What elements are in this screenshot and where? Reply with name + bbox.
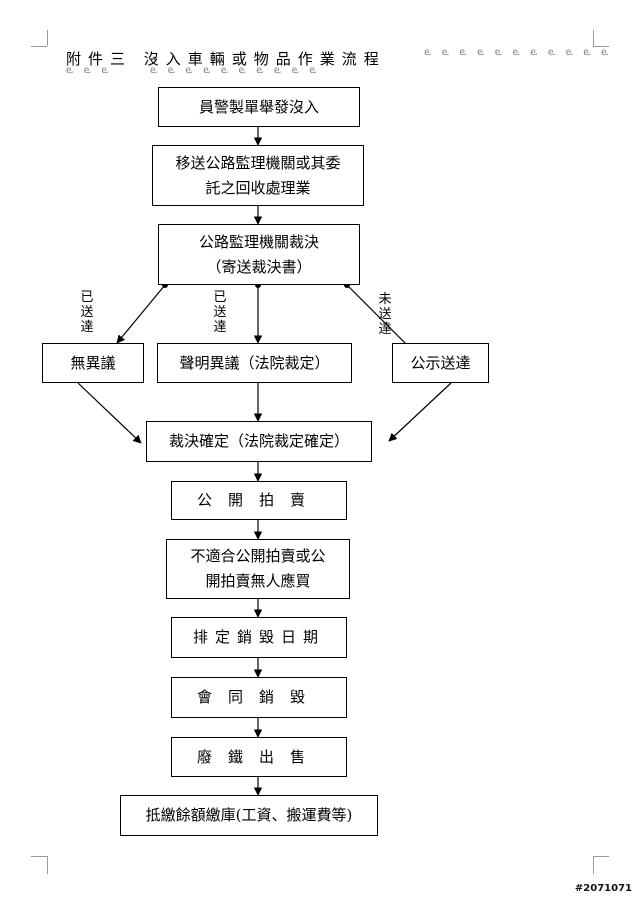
branch-label-left-text: 已送達 <box>80 290 94 335</box>
corner-mark-bottom-left-h <box>31 856 47 857</box>
branch-label-right: 未送達 <box>378 292 392 337</box>
step-scrap-sale-text: 廢鐵出售 <box>196 747 321 766</box>
watermark-id: #2071071 <box>574 883 632 894</box>
step-transfer-line2: 託之回收處理業 <box>205 178 311 197</box>
branch-label-middle-text: 已送達 <box>213 290 227 335</box>
step-unsuitable-auction: 不適合公開拍賣或公 開拍賣無人應買 <box>166 539 350 599</box>
step-public-notice-text: 公示送達 <box>410 353 471 372</box>
branch-label-left: 已送達 <box>80 290 94 335</box>
corner-mark-top-left-h <box>31 46 47 47</box>
corner-mark-bottom-right <box>593 856 594 874</box>
corner-mark-bottom-right-h <box>593 856 609 857</box>
corner-mark-top-right-h <box>593 46 609 47</box>
step-ruling-line1: 公路監理機關裁決 <box>198 232 319 251</box>
corner-mark-top-right <box>593 30 594 46</box>
step-ruling-confirmed: 裁決確定（法院裁定確定） <box>146 421 372 462</box>
corner-mark-bottom-left <box>47 856 48 874</box>
step-public-auction-text: 公開拍賣 <box>196 491 321 509</box>
step-joint-destruction-text: 會同銷毀 <box>196 688 321 706</box>
step-public-auction: 公開拍賣 <box>171 481 347 520</box>
step-ruling-confirmed-text: 裁決確定（法院裁定確定） <box>168 432 349 450</box>
step-joint-destruction: 會同銷毀 <box>171 677 347 718</box>
step-scrap-sale: 廢鐵出售 <box>171 737 347 777</box>
step-schedule-text: 排定銷毀日期 <box>192 628 325 646</box>
step-no-objection: 無異議 <box>42 343 144 383</box>
arrow-public-notice-confirmed <box>388 382 452 442</box>
step-schedule-destruction: 排定銷毀日期 <box>171 617 347 658</box>
step-ticket-issued-text: 員警製單舉發沒入 <box>198 97 319 116</box>
step-offset-text: 抵繳餘額繳庫(工資、搬運費等) <box>145 806 353 824</box>
step-unsuitable-line1: 不適合公開拍賣或公 <box>190 547 326 565</box>
step-transfer: 移送公路監理機關或其委 託之回收處理業 <box>152 145 364 206</box>
step-offset-balance: 抵繳餘額繳庫(工資、搬運費等) <box>120 795 378 836</box>
step-transfer-line1: 移送公路監理機關或其委 <box>175 153 341 172</box>
title-edit-marks-3: ⱸⱸⱸⱸⱸⱸⱸⱸⱸⱸⱸ <box>424 47 619 58</box>
step-ruling-line2: （寄送裁決書） <box>206 257 312 276</box>
arrow-to-public-notice <box>346 284 416 354</box>
step-ticket-issued: 員警製單舉發沒入 <box>158 87 360 127</box>
step-objection: 聲明異議（法院裁定） <box>157 343 352 383</box>
title-edit-marks: ⱸⱸⱸ <box>66 65 120 76</box>
step-no-objection-text: 無異議 <box>70 353 116 372</box>
corner-mark-top-left <box>47 30 48 46</box>
page-title: 附件三 沒入車輛或物品作業流程 <box>66 50 386 68</box>
step-public-notice: 公示送達 <box>392 343 489 383</box>
step-objection-text: 聲明異議（法院裁定） <box>179 353 330 372</box>
arrow-no-objection-confirmed <box>77 382 142 444</box>
title-edit-marks-2: ⱸⱸⱸⱸⱸⱸⱸⱸⱸⱸ <box>150 65 327 76</box>
branch-label-middle: 已送達 <box>213 290 227 335</box>
step-ruling: 公路監理機關裁決 （寄送裁決書） <box>158 224 360 285</box>
branch-label-right-text: 未送達 <box>378 292 392 337</box>
arrow-to-no-objection <box>116 284 166 344</box>
step-unsuitable-line2: 開拍賣無人應買 <box>205 572 311 590</box>
